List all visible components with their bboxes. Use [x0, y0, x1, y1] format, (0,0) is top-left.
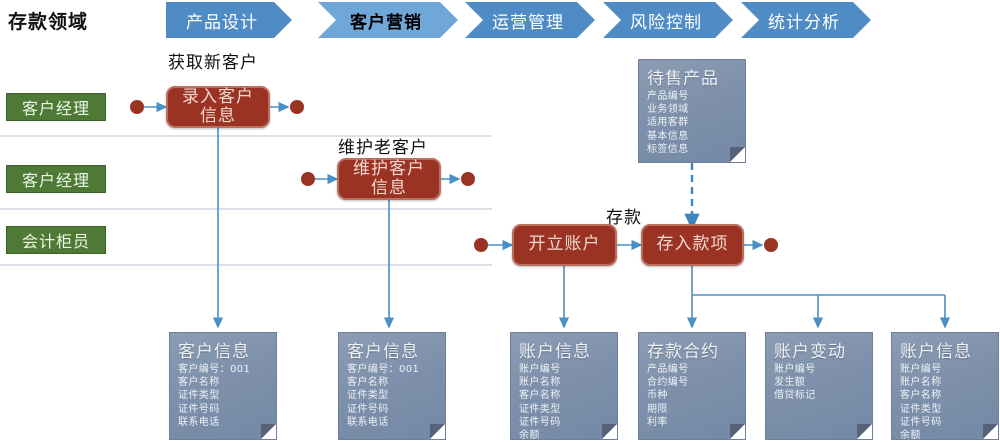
process-label-line2: 信息: [371, 178, 407, 198]
start-node-lane2: [301, 172, 315, 186]
document-field: 账户编号: [774, 364, 816, 375]
page-fold-icon: [602, 424, 617, 439]
phase-label: 产品设计: [186, 12, 258, 33]
document-field: 产品编号: [647, 91, 689, 102]
phase-chevron-3[interactable]: 风险控制: [603, 2, 733, 38]
document-customer-info-2[interactable]: 客户信息 客户编号：001 客户名称 证件类型 证件号码 联系电话: [338, 332, 446, 440]
document-field: 账户编号: [519, 364, 561, 375]
start-node-lane3: [474, 238, 488, 252]
page-fold-icon: [857, 424, 872, 439]
document-field: 借贷标记: [774, 390, 816, 402]
lane-label-text: 客户经理: [21, 171, 90, 190]
document-field: 证件号码: [347, 403, 389, 415]
deposit-fanout: [686, 266, 951, 329]
document-field: 联系电话: [178, 416, 220, 428]
page-fold-icon: [730, 424, 745, 439]
document-field: 证件号码: [900, 416, 942, 428]
document-field: 标签信息: [647, 143, 689, 155]
document-field: 证件号码: [178, 403, 220, 415]
phase-chevron-1[interactable]: 客户营销: [318, 2, 458, 38]
document-field: 产品编号: [647, 364, 689, 375]
document-field: 余额: [519, 429, 540, 440]
end-node-lane2: [461, 172, 475, 186]
document-title: 客户信息: [347, 342, 419, 362]
caption-text: 获取新客户: [168, 53, 258, 73]
caption-acquire-new-customer: 获取新客户: [168, 48, 258, 73]
document-field: 基本信息: [647, 130, 689, 142]
end-node-lane3: [764, 238, 778, 252]
document-field: 发生额: [774, 377, 806, 389]
document-title: 客户信息: [178, 342, 250, 362]
document-title: 账户信息: [519, 342, 591, 362]
caption-deposit: 存款: [606, 203, 642, 228]
document-field: 账户编号: [900, 364, 942, 375]
document-field: 客户名称: [900, 390, 942, 402]
document-field: 利率: [647, 416, 668, 428]
process-enter-customer-info[interactable]: 录入客户 信息: [166, 86, 270, 128]
process-label-line2: 信息: [200, 106, 236, 126]
process-label-line1: 开立账户: [528, 234, 601, 255]
lane-divider: [0, 135, 492, 266]
document-field: 客户名称: [519, 390, 561, 402]
page-fold-icon: [261, 424, 276, 439]
page-fold-icon: [983, 424, 998, 439]
start-node-lane1: [130, 100, 144, 114]
lane-label-text: 客户经理: [21, 99, 90, 118]
end-node-lane1: [290, 100, 304, 114]
document-account-info-2[interactable]: 账户信息 账户编号 账户名称 客户名称 证件类型 证件号码 余额: [891, 332, 999, 440]
document-field: 业务领域: [647, 104, 689, 116]
lane-label-text: 会计柜员: [21, 232, 90, 251]
document-field: 账户名称: [900, 377, 942, 389]
document-field: 客户名称: [178, 377, 220, 389]
process-label-line1: 录入客户: [182, 86, 254, 107]
document-account-change[interactable]: 账户变动 账户编号 发生额 借贷标记: [765, 332, 873, 440]
document-field: 证件类型: [519, 403, 561, 415]
lane-label-accounting-teller: 会计柜员: [6, 226, 106, 254]
document-title: 账户变动: [774, 342, 846, 362]
page-fold-icon: [730, 147, 745, 162]
document-title: 存款合约: [647, 342, 719, 362]
document-field: 证件类型: [347, 390, 389, 402]
document-field: 证件号码: [519, 416, 561, 428]
document-field: 证件类型: [900, 403, 942, 415]
document-title: 待售产品: [647, 69, 719, 89]
document-field: 期限: [647, 403, 668, 415]
phase-chevron-4[interactable]: 统计分析: [741, 2, 871, 38]
document-title: 账户信息: [900, 342, 972, 362]
process-open-account[interactable]: 开立账户: [512, 224, 617, 266]
document-field: 客户编号：001: [178, 364, 251, 375]
caption-text: 存款: [606, 208, 642, 228]
document-field: 客户名称: [347, 377, 389, 389]
page-fold-icon: [430, 424, 445, 439]
phase-label: 客户营销: [350, 12, 422, 33]
document-customer-info-1[interactable]: 客户信息 客户编号：001 客户名称 证件类型 证件号码 联系电话: [169, 332, 277, 440]
lane-label-customer-manager-2: 客户经理: [6, 165, 106, 193]
document-field: 账户名称: [519, 377, 561, 389]
caption-maintain-existing-customer: 维护老客户: [338, 133, 428, 158]
document-deposit-contract[interactable]: 存款合约 产品编号 合约编号 币种 期限 利率: [638, 332, 746, 440]
phase-label: 统计分析: [768, 12, 840, 33]
process-label-line1: 维护客户: [353, 158, 425, 179]
phase-label: 风险控制: [630, 12, 702, 33]
document-field: 联系电话: [347, 416, 389, 428]
process-maintain-customer-info[interactable]: 维护客户 信息: [337, 158, 441, 200]
phase-label: 运营管理: [492, 12, 564, 33]
page-title: 存款领域: [8, 11, 89, 33]
document-field: 适用客群: [647, 117, 689, 129]
caption-text: 维护老客户: [338, 138, 428, 158]
document-field: 客户编号：001: [347, 364, 420, 375]
document-field: 证件类型: [178, 390, 220, 402]
document-field: 余额: [900, 429, 921, 440]
document-field: 合约编号: [647, 377, 689, 389]
lane-label-customer-manager-1: 客户经理: [6, 93, 106, 121]
document-field: 币种: [647, 390, 668, 402]
document-account-info-1[interactable]: 账户信息 账户编号 账户名称 客户名称 证件类型 证件号码 余额: [510, 332, 618, 440]
document-product-for-sale[interactable]: 待售产品 产品编号 业务领域 适用客群 基本信息 标签信息: [638, 59, 746, 163]
phase-chevron-2[interactable]: 运营管理: [465, 2, 595, 38]
process-label-line1: 存入款项: [656, 234, 729, 255]
phase-chevron-0[interactable]: 产品设计: [166, 2, 292, 38]
